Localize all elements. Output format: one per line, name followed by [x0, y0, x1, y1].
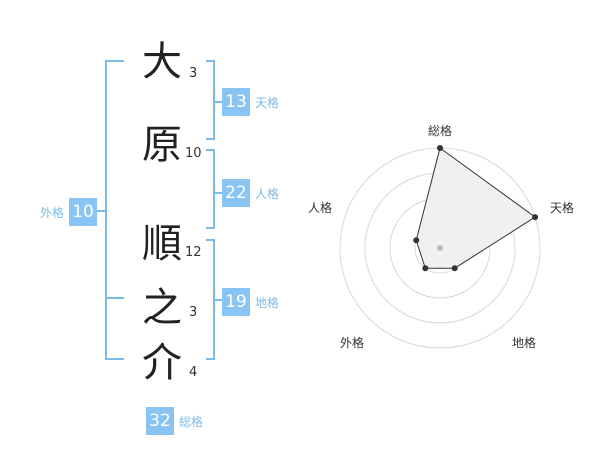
gaikaku-value: 10 — [69, 198, 98, 226]
soukaku-value: 32 — [146, 407, 174, 435]
radar-point-1 — [532, 214, 539, 221]
gaikaku-label: 外格 — [40, 205, 65, 220]
jinkaku-value: 22 — [222, 179, 250, 207]
stroke-count-1: 3 — [189, 66, 198, 81]
radar-axis-label-gaikaku: 外格 — [340, 335, 364, 350]
stroke-count-3: 12 — [185, 245, 202, 260]
radar-axis-label-jinkaku: 人格 — [308, 200, 332, 215]
tenkaku-badge: 13 天格 — [222, 88, 279, 116]
name-char-1: 大 — [142, 39, 182, 85]
gaikaku-badge: 外格 10 — [40, 198, 98, 226]
radar-axis-label-chikaku: 地格 — [512, 335, 536, 350]
name-char-5: 介 — [142, 340, 182, 386]
jinkaku-label: 人格 — [255, 186, 280, 201]
stroke-count-5: 4 — [189, 365, 198, 380]
name-char-2: 原 — [142, 122, 182, 168]
stroke-count-2: 10 — [185, 146, 202, 161]
jinkaku-badge: 22 人格 — [222, 179, 279, 207]
tenkaku-value: 13 — [222, 88, 250, 116]
radar-area — [415, 147, 536, 269]
name-char-3: 順 — [142, 221, 182, 267]
radar-points — [413, 145, 539, 272]
radar-point-4 — [413, 237, 420, 244]
name-char-4: 之 — [142, 285, 182, 331]
soukaku-badge: 32 総格 — [146, 407, 203, 435]
radar-point-2 — [451, 265, 458, 272]
radar-point-3 — [422, 265, 429, 272]
radar-point-0 — [437, 145, 443, 151]
radar-center-dot — [437, 245, 443, 251]
chikaku-badge: 19 地格 — [222, 288, 279, 316]
chikaku-value: 19 — [222, 288, 250, 316]
radar-axis-label-soukaku: 総格 — [428, 123, 452, 138]
chikaku-label: 地格 — [255, 295, 280, 310]
tenkaku-label: 天格 — [255, 95, 280, 110]
tenkaku-bracket — [206, 60, 215, 140]
soukaku-label: 総格 — [179, 414, 204, 429]
jinkaku-bracket — [206, 149, 215, 229]
radar-axis-label-tenkaku: 天格 — [550, 200, 574, 215]
stroke-count-4: 3 — [189, 305, 198, 320]
